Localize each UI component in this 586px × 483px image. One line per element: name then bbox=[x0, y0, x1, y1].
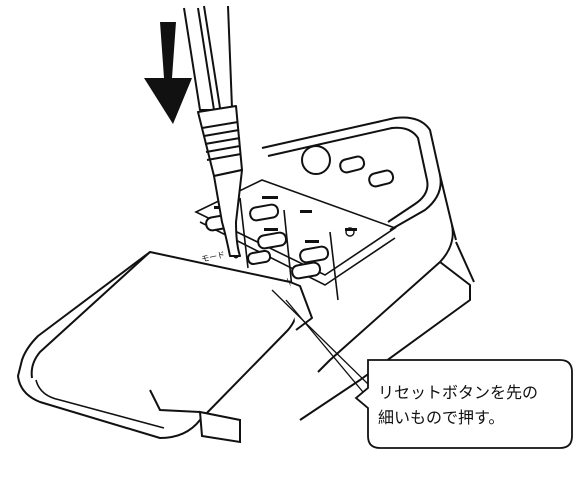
device-body bbox=[261, 116, 475, 421]
callout-line-1: リセットボタンを先の bbox=[378, 383, 539, 402]
reset-button[interactable] bbox=[247, 249, 272, 266]
callout-leader bbox=[271, 289, 369, 399]
slide-cover-edge bbox=[35, 379, 165, 429]
slide-cover bbox=[17, 251, 313, 439]
set-button-1[interactable] bbox=[249, 203, 280, 222]
set-button-3[interactable] bbox=[299, 245, 330, 264]
callout-line-2: 細いもので押す。 bbox=[378, 408, 505, 427]
down-arrow-icon bbox=[144, 22, 192, 124]
display-panel bbox=[301, 145, 395, 188]
callout-text: リセットボタンを先の 細いもので押す。 bbox=[378, 380, 574, 430]
stylus-pen bbox=[183, 5, 243, 257]
set-button-2[interactable] bbox=[257, 231, 288, 250]
callout-box bbox=[354, 359, 573, 449]
mode-label: モード bbox=[201, 250, 226, 264]
device-stand bbox=[149, 389, 241, 444]
set-button-4[interactable] bbox=[291, 261, 322, 280]
